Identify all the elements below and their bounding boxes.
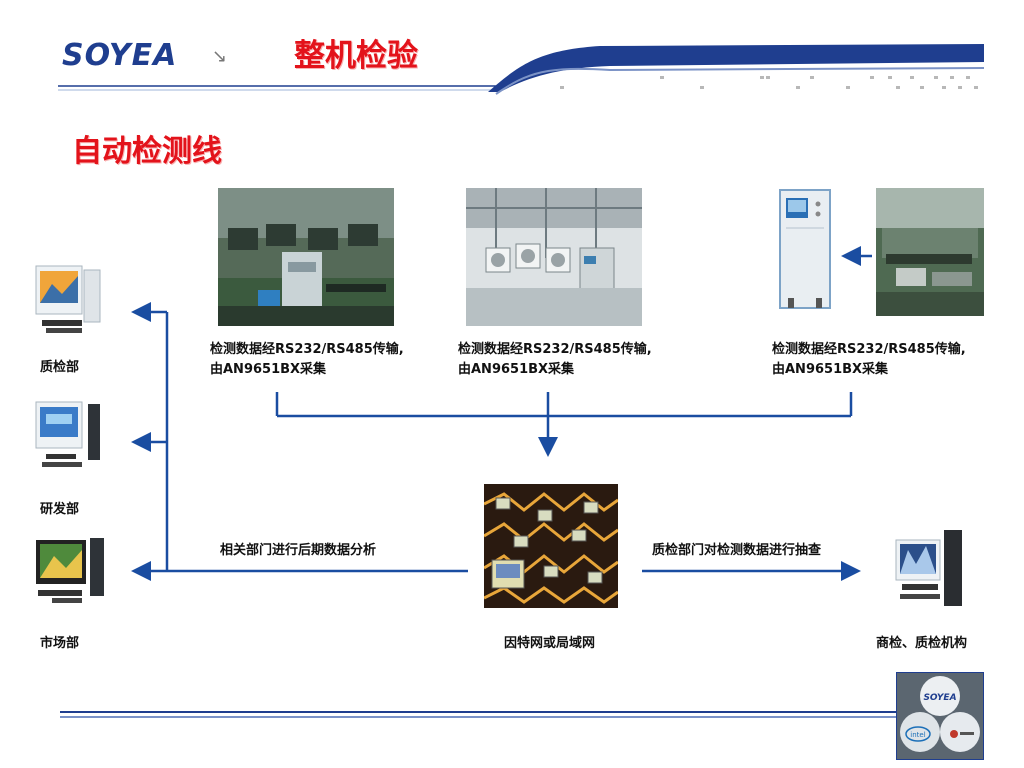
svg-text:intel: intel [910, 731, 925, 739]
soyea-logo: SOYEA [62, 38, 178, 73]
station-2-caption-line1: 检测数据经RS232/RS485传输, [458, 342, 652, 357]
production-line-photo-1 [218, 188, 394, 326]
station-2-caption: 检测数据经RS232/RS485传输, 由AN9651BX采集 [458, 340, 652, 380]
test-cabinet-image [779, 189, 831, 309]
assembly-photo [876, 188, 984, 316]
station-3-caption-line2: 由AN9651BX采集 [772, 362, 889, 377]
right-flow-label: 质检部门对检测数据进行抽查 [652, 543, 822, 558]
dept-label-qc: 质检部 [40, 360, 80, 375]
header-decoration [58, 44, 985, 95]
dept-label-rnd: 研发部 [40, 502, 80, 517]
external-org-label: 商检、质检机构 [876, 636, 968, 651]
section-title: 自动检测线 [72, 134, 222, 169]
station-1-caption-line1: 检测数据经RS232/RS485传输, [210, 342, 404, 357]
station-1-caption-line2: 由AN9651BX采集 [210, 362, 327, 377]
desktop-computer-icon [895, 530, 962, 606]
production-line-photo-2 [466, 188, 642, 326]
logo-arrow-icon: ↘ [212, 46, 228, 67]
station-1-caption: 检测数据经RS232/RS485传输, 由AN9651BX采集 [210, 340, 404, 380]
desktop-computer-icon [35, 265, 101, 333]
svg-text:SOYEA: SOYEA [923, 693, 956, 703]
station-2-caption-line2: 由AN9651BX采集 [458, 362, 575, 377]
station-3-caption: 检测数据经RS232/RS485传输, 由AN9651BX采集 [772, 340, 966, 380]
left-flow-label: 相关部门进行后期数据分析 [220, 543, 377, 558]
network-label: 因特网或局域网 [504, 636, 596, 651]
network-icon [484, 484, 618, 608]
footer-line [60, 711, 900, 718]
desktop-computer-icon [36, 538, 104, 603]
station-3-caption-line1: 检测数据经RS232/RS485传输, [772, 342, 966, 357]
dept-label-marketing: 市场部 [40, 636, 80, 651]
partner-logos-badge: SOYEA intel [896, 672, 984, 760]
desktop-computer-icon [35, 401, 100, 467]
page-title: 整机检验 [294, 38, 418, 74]
